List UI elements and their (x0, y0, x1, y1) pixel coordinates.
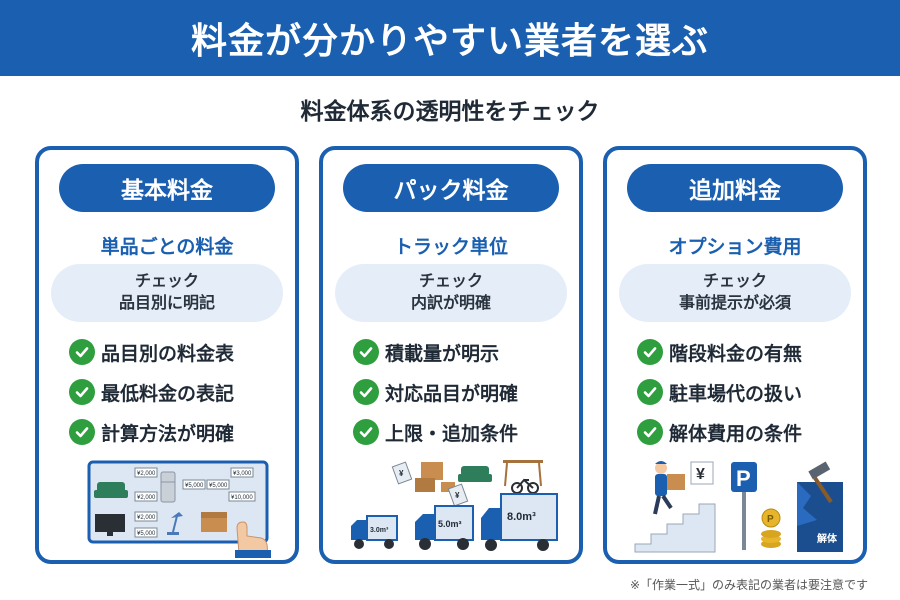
checklist: 品目別の料金表 最低料金の表記 計算方法が明確 (69, 332, 289, 452)
checklist-item-label: 最低料金の表記 (101, 382, 235, 405)
coins-icon: P (761, 508, 781, 548)
checklist: 階段料金の有無 駐車場代の扱い 解体費用の条件 (637, 332, 857, 452)
checklist-item: 解体費用の条件 (637, 412, 857, 452)
checklist-item-label: 積載量が明示 (385, 342, 500, 365)
check-icon (353, 339, 379, 365)
svg-text:5.0m³: 5.0m³ (438, 519, 462, 529)
price-list-tablet-illustration: ¥2,000 ¥3,000 ¥5,000 ¥2,000 ¥5,000 ¥10,0… (87, 460, 271, 558)
card-subtitle: トラック単位 (393, 236, 508, 258)
check-icon (353, 419, 379, 445)
checklist-item: 階段料金の有無 (637, 332, 857, 372)
price-tag: ¥2,000 (137, 471, 156, 477)
checklist: 積載量が明示 対応品目が明確 上限・追加条件 (353, 332, 573, 452)
svg-text:3.0m³: 3.0m³ (370, 527, 389, 534)
lamp-icon (167, 512, 183, 535)
checklist-item: 対応品目が明確 (353, 372, 573, 412)
check-icon (637, 339, 663, 365)
check-panel: チェック 内訳が明確 (335, 264, 567, 322)
checklist-item-label: 上限・追加条件 (385, 422, 519, 445)
yen-sign-icon: ¥ (690, 461, 714, 485)
card-title-pill: 基本料金 (59, 164, 275, 212)
card-title-pill: 追加料金 (627, 164, 843, 212)
check-text: 内訳が明確 (410, 293, 491, 312)
check-icon (637, 419, 663, 445)
bicycle-icon (511, 478, 539, 494)
checklist-item: 駐車場代の扱い (637, 372, 857, 412)
extra-fees-illustration: ¥ P P 解体 (634, 461, 843, 553)
price-tag: ¥2,000 (137, 515, 156, 521)
parking-sign-icon: P (731, 462, 757, 550)
sofa-icon (94, 482, 128, 498)
yen-tag: ¥ (399, 469, 404, 478)
price-tag: ¥5,000 (185, 483, 204, 489)
checklist-item: 上限・追加条件 (353, 412, 573, 452)
check-icon (69, 339, 95, 365)
card-subtitle: オプション費用 (668, 236, 802, 258)
check-text: 品目別に明記 (118, 293, 215, 312)
checklist-item: 最低料金の表記 (69, 372, 289, 412)
check-icon (353, 379, 379, 405)
check-icon (637, 379, 663, 405)
price-tag: ¥10,000 (231, 495, 253, 501)
hammer-icon (808, 461, 833, 504)
card-title-pill: パック料金 (343, 164, 559, 212)
small-truck-icon: 3.0m³ (351, 515, 398, 549)
cardboard-box-icon (421, 462, 443, 480)
yen-tag: ¥ (455, 491, 460, 500)
check-label: チェック (702, 271, 767, 290)
price-tag: ¥3,000 (233, 471, 252, 477)
check-icon (69, 419, 95, 445)
check-icon (69, 379, 95, 405)
top-banner: 料金が分かりやすい業者を選ぶ (0, 0, 900, 76)
medium-truck-icon: 5.0m³ (415, 505, 474, 550)
check-label: チェック (418, 271, 483, 290)
price-tag: ¥5,000 (137, 531, 156, 537)
fridge-icon (160, 471, 176, 503)
tv-icon (95, 514, 125, 536)
svg-text:P: P (736, 466, 751, 491)
svg-text:¥: ¥ (696, 466, 705, 483)
sofa-icon (458, 466, 492, 482)
svg-text:8.0m³: 8.0m³ (507, 511, 536, 523)
mover-worker-icon (653, 461, 685, 515)
check-panel: チェック 品目別に明記 (51, 264, 283, 322)
large-truck-icon: 8.0m³ (481, 493, 558, 551)
checklist-item-label: 品目別の料金表 (101, 342, 235, 365)
pointing-hand-icon (235, 521, 271, 558)
checklist-item: 品目別の料金表 (69, 332, 289, 372)
price-tag: ¥5,000 (209, 483, 228, 489)
checklist-item: 計算方法が明確 (69, 412, 289, 452)
checklist-item-label: 解体費用の条件 (669, 422, 803, 445)
card-extra-fee: 追加料金 オプション費用 チェック 事前提示が必須 階段料金の有無 駐車場代の扱… (603, 146, 867, 564)
page-subtitle: 料金体系の透明性をチェック (300, 99, 600, 125)
stairs-icon (634, 503, 716, 553)
demolition-wall-icon: 解体 (797, 482, 843, 552)
checklist-item-label: 対応品目が明確 (385, 382, 519, 405)
page-title: 料金が分かりやすい業者を選ぶ (190, 21, 709, 62)
checklist-item: 積載量が明示 (353, 332, 573, 372)
check-panel: チェック 事前提示が必須 (619, 264, 851, 322)
checklist-item-label: 階段料金の有無 (669, 342, 803, 365)
card-subtitle: 単品ごとの料金 (100, 236, 234, 258)
cardboard-box-icon (201, 512, 227, 532)
card-pack-fee: パック料金 トラック単位 チェック 内訳が明確 積載量が明示 対応品目が明確 上… (319, 146, 583, 564)
table-icon (503, 460, 543, 487)
checklist-item-label: 計算方法が明確 (101, 422, 235, 445)
checklist-item-label: 駐車場代の扱い (669, 382, 803, 405)
trucks-illustration: ¥ ¥ 3.0m³ 5.0m³ 8.0m³ (351, 460, 558, 551)
card-basic-fee: 基本料金 単品ごとの料金 チェック 品目別に明記 品目別の料金表 最低料金の表記… (35, 146, 299, 564)
check-text: 事前提示が必須 (678, 293, 791, 312)
svg-text:P: P (767, 514, 774, 525)
cardboard-box-icon (441, 482, 455, 492)
price-tag: ¥2,000 (137, 495, 156, 501)
cardboard-box-icon (415, 478, 435, 492)
check-label: チェック (134, 271, 199, 290)
svg-text:解体: 解体 (817, 532, 838, 545)
footnote: ※「作業一式」のみ表記の業者は要注意です (629, 578, 868, 592)
